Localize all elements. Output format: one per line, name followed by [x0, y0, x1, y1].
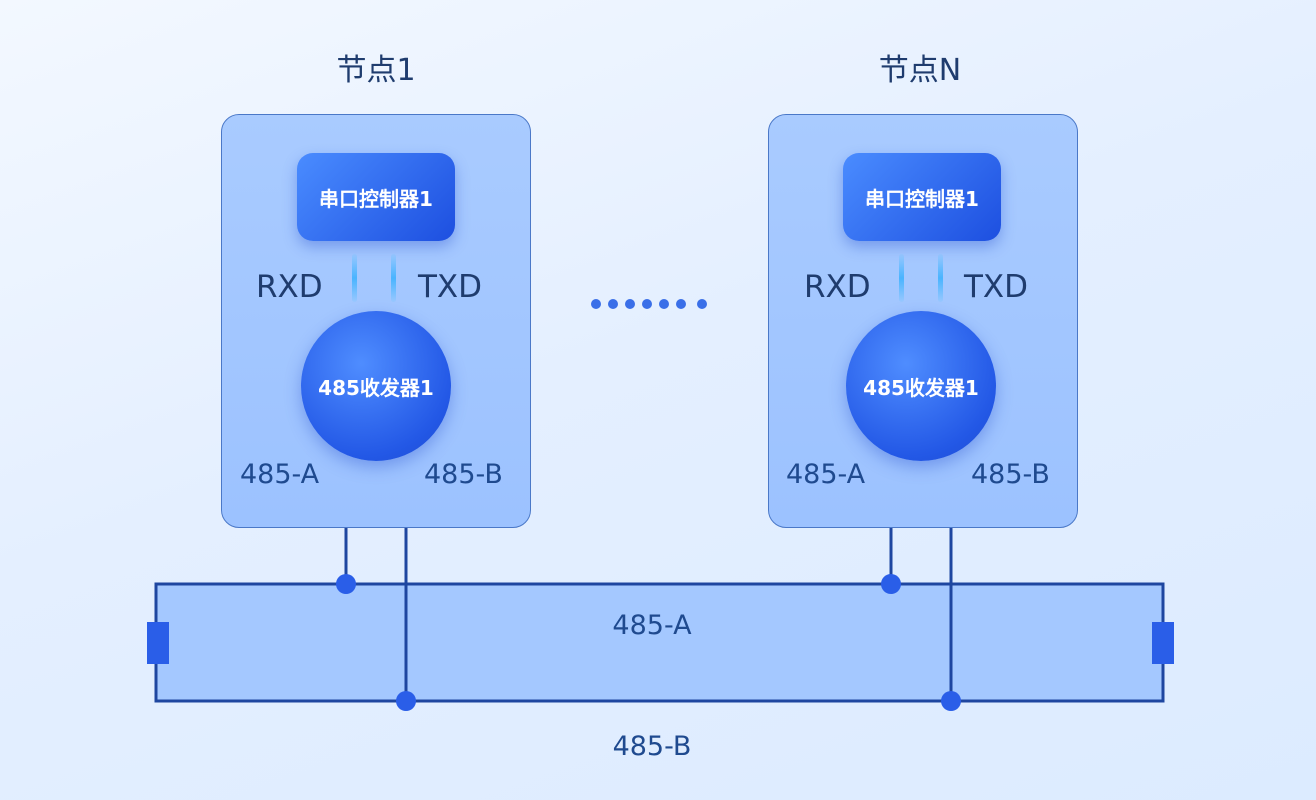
nodeN-pin-b-label: 485-B	[971, 459, 1050, 490]
nodeN-rxd-signal	[899, 254, 904, 302]
terminator-right	[1152, 622, 1174, 664]
nodeN-title: 节点N	[878, 53, 962, 88]
node1-txd-signal	[391, 254, 396, 302]
terminator-left	[147, 622, 169, 664]
node1-title: 节点1	[336, 53, 416, 88]
node1-txd-label: TXD	[418, 269, 483, 305]
nodeN-pin-a-label: 485-A	[786, 459, 866, 490]
ellipsis-dot	[659, 299, 669, 309]
ellipsis-dot	[642, 299, 652, 309]
ellipsis-dot	[625, 299, 635, 309]
node1-serial-controller: 串口控制器1	[297, 153, 455, 241]
bus-line-a-label: 485-A	[612, 610, 692, 641]
node1-pin-b-label: 485-B	[424, 459, 503, 490]
nodeN-rxd-label: RXD	[804, 269, 871, 305]
nodeN-txd-signal	[938, 254, 943, 302]
node1-485-transceiver: 485收发器1	[301, 311, 451, 461]
node1-junction-b	[396, 691, 416, 711]
ellipsis-dot	[591, 299, 601, 309]
nodeN-junction-a	[881, 574, 901, 594]
bus-line-b-label: 485-B	[612, 731, 692, 762]
node1-rxd-signal	[352, 254, 357, 302]
nodeN-junction-b	[941, 691, 961, 711]
nodeN-txd-label: TXD	[964, 269, 1029, 305]
ellipsis-dot	[697, 299, 707, 309]
node1-pin-a-label: 485-A	[240, 459, 320, 490]
node1-rxd-label: RXD	[256, 269, 323, 305]
nodeN-485-transceiver: 485收发器1	[846, 311, 996, 461]
ellipsis-dot	[676, 299, 686, 309]
bus-band	[154, 582, 1165, 703]
nodeN-serial-controller: 串口控制器1	[843, 153, 1001, 241]
ellipsis-dot	[608, 299, 618, 309]
node1-junction-a	[336, 574, 356, 594]
